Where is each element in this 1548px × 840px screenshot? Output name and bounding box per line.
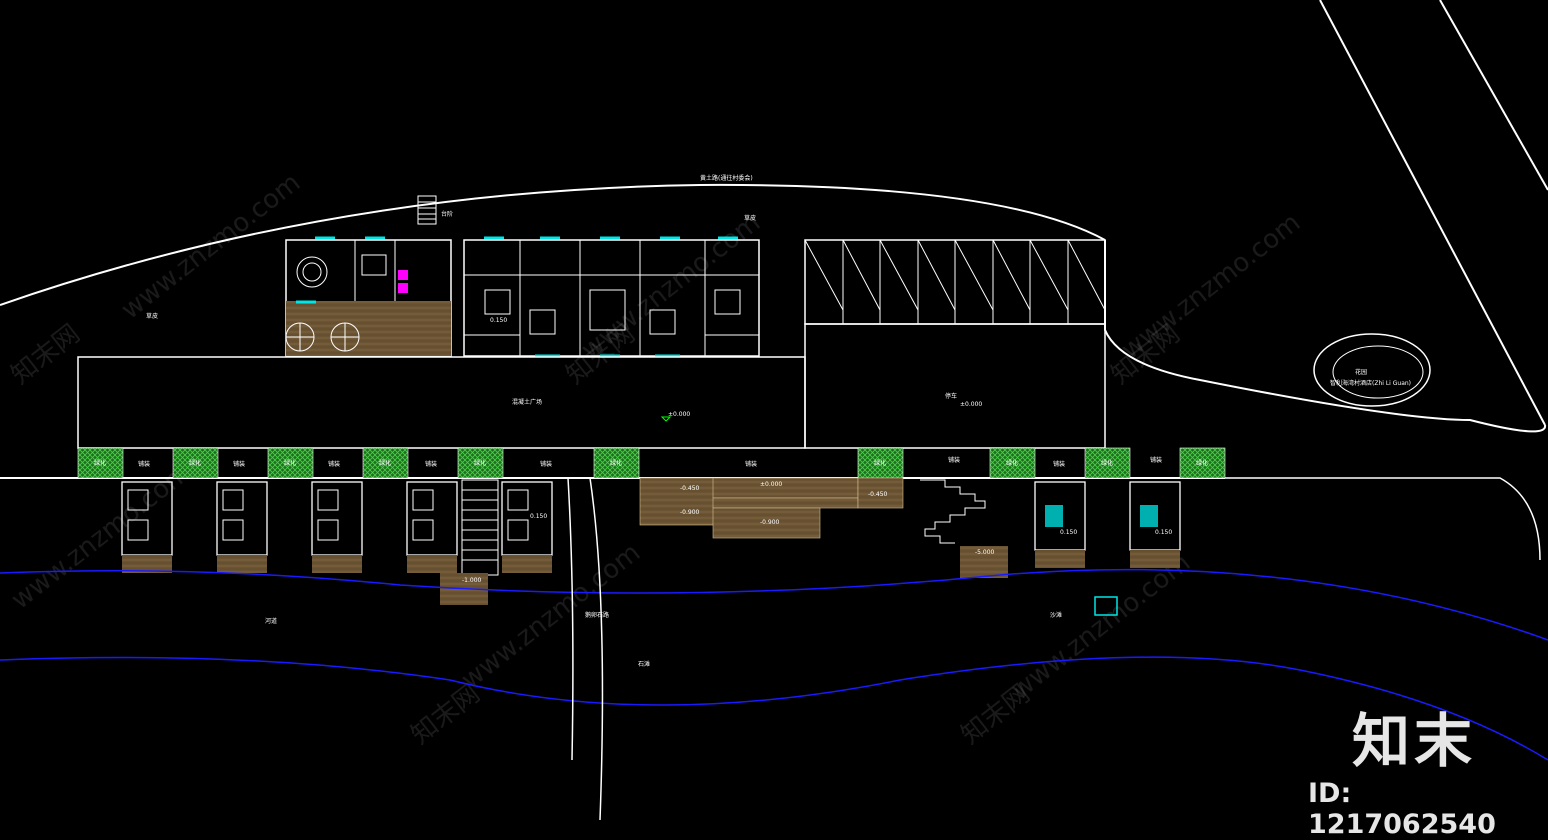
river-line-lower [0,656,1548,761]
green-label: 绿化 [610,459,622,467]
road-edge-diagonal [1439,0,1548,191]
image-id: ID: 1217062540 [1308,778,1496,840]
level-cabin: 0.150 [1155,529,1172,536]
green-label: 绿化 [189,459,201,467]
level-stair-platform: -1.000 [462,577,482,584]
watermark-text: 知末网 [6,319,86,391]
cabins [121,481,1181,616]
watermark-text: www.znzmo.com [6,458,196,616]
level-room-a: 0.150 [490,317,507,324]
pebble-path-right [589,477,604,821]
watermark-text: 知末网 [406,679,486,751]
level-platform: -5.000 [975,549,995,556]
parking-lot [804,239,1106,449]
green-strips [77,447,1226,479]
walkway-label: 铺装 [425,460,437,468]
level-mark-plaza [660,416,672,422]
level-dock-d: -0.900 [680,509,700,516]
watermark-text: 知末网 [956,679,1036,751]
road-label: 黄土路(通往村委会) [700,174,753,182]
brand-logo: 知末 [1352,707,1477,775]
level-dock-c: -0.450 [868,491,888,498]
path-river-label: 鹅卵石路 [585,611,609,619]
walkway-label: 铺装 [1053,460,1065,468]
road-edge-east [1225,477,1541,561]
green-label: 绿化 [1101,459,1113,467]
pebble-path-left [567,477,574,761]
plaza-label: 混凝土广场 [512,398,542,406]
garden-inner [1332,345,1424,399]
docks [639,477,904,539]
green-label: 绿化 [874,459,886,467]
watermark-text: www.znzmo.com [116,168,306,326]
garden-sublabel: 智利海湾村酒店(Zhi Li Guan) [1330,379,1411,387]
road-edge-curve [0,183,1106,306]
stair-left [440,479,499,605]
green-label: 绿化 [474,459,486,467]
walkway-label: 铺装 [948,456,960,464]
green-label: 绿化 [284,459,296,467]
green-label: 绿化 [379,459,391,467]
lawn-label-right: 草皮 [744,214,756,222]
walkway-label: 铺装 [745,460,757,468]
watermark-text: www.znzmo.com [1006,548,1196,706]
level-dock-b: ±0.000 [760,481,782,488]
green-label: 绿化 [1006,459,1018,467]
building-dining [285,236,452,357]
road-edge-diagonal [1319,0,1546,426]
level-parking: ±0.000 [960,401,982,408]
level-cabin: 0.150 [1060,529,1077,536]
level-dock-a: -0.450 [680,485,700,492]
garden-outline [1313,333,1431,407]
steps-top [417,195,437,225]
building-guest-rooms [463,236,760,358]
lawn-label-left: 草皮 [146,312,158,320]
concrete-plaza [77,356,806,449]
level-dock-e: -0.900 [760,519,780,526]
walkway-label: 铺装 [138,460,150,468]
stone-area-label: 石滩 [638,660,650,668]
level-cabin: 0.150 [530,513,547,520]
walkway-label: 铺装 [540,460,552,468]
steps-label: 台阶 [441,210,453,218]
green-label: 绿化 [1196,459,1208,467]
stair-right [920,479,1008,578]
road-curve-right [1104,240,1547,433]
beach-label: 沙滩 [1050,611,1062,619]
garden-label: 花园 [1355,368,1367,376]
green-label: 绿化 [94,459,106,467]
walkway-label: 铺装 [1150,456,1162,464]
parking-label: 停车 [945,392,957,400]
level-plaza: ±0.000 [668,411,690,418]
walkway-label: 铺装 [328,460,340,468]
river-line-upper [0,568,1548,641]
walkway-label: 铺装 [233,460,245,468]
river-label: 河道 [265,617,277,625]
